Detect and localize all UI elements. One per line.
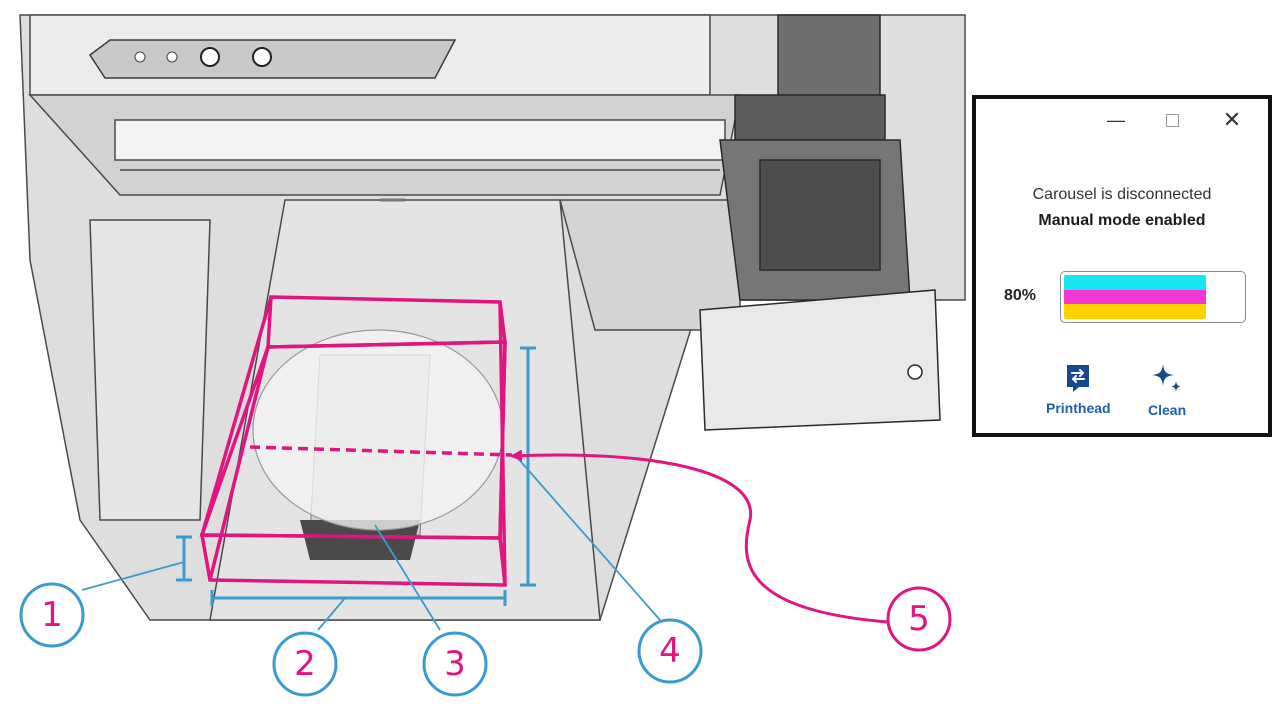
sparkle-clean-icon bbox=[1152, 364, 1182, 392]
ink-band-magenta bbox=[1064, 289, 1206, 305]
callout-5-label: 5 bbox=[908, 599, 930, 639]
ink-level-fill bbox=[1064, 275, 1206, 319]
clean-button[interactable]: Clean bbox=[1148, 363, 1186, 418]
robotic-arm bbox=[699, 14, 941, 431]
callout-1-label: 1 bbox=[41, 595, 63, 635]
printhead-swap-icon bbox=[1067, 365, 1090, 392]
printhead-label: Printhead bbox=[1046, 400, 1111, 416]
callout-3: 3 bbox=[422, 631, 488, 697]
callout-5: 5 bbox=[886, 586, 952, 652]
callout-4-label: 4 bbox=[659, 631, 681, 671]
carousel-status-window: — ✕ Carousel is disconnected Manual mode… bbox=[972, 95, 1272, 437]
callout-1: 1 bbox=[19, 582, 85, 648]
manual-mode-text: Manual mode enabled bbox=[1038, 212, 1206, 229]
dimension-lines bbox=[176, 346, 536, 606]
disc-tray bbox=[252, 198, 504, 560]
maximize-icon bbox=[1165, 113, 1179, 127]
clean-label: Clean bbox=[1148, 402, 1187, 418]
carousel-status-text: Carousel is disconnected bbox=[1032, 186, 1212, 203]
close-button[interactable]: ✕ bbox=[1204, 103, 1260, 137]
ink-band-yellow bbox=[1064, 304, 1206, 319]
callout-2-label: 2 bbox=[294, 644, 316, 684]
window-controls: — ✕ bbox=[976, 103, 1268, 137]
callout-3-label: 3 bbox=[444, 644, 466, 684]
callout-5-arrow bbox=[510, 449, 889, 624]
callout-4: 4 bbox=[637, 618, 703, 684]
control-panel bbox=[88, 39, 457, 79]
print-area-outline bbox=[199, 295, 513, 587]
ink-level-percent: 80% bbox=[1004, 287, 1037, 304]
leader-lines bbox=[81, 454, 661, 631]
minimize-icon: — bbox=[1107, 109, 1125, 130]
maximize-button[interactable] bbox=[1144, 103, 1200, 137]
minimize-button[interactable]: — bbox=[1088, 103, 1144, 137]
ink-level-gauge bbox=[1060, 271, 1246, 323]
close-icon: ✕ bbox=[1222, 107, 1242, 132]
callout-2: 2 bbox=[272, 631, 338, 697]
ink-band-cyan bbox=[1064, 275, 1206, 290]
printhead-button[interactable]: Printhead bbox=[1046, 363, 1111, 416]
